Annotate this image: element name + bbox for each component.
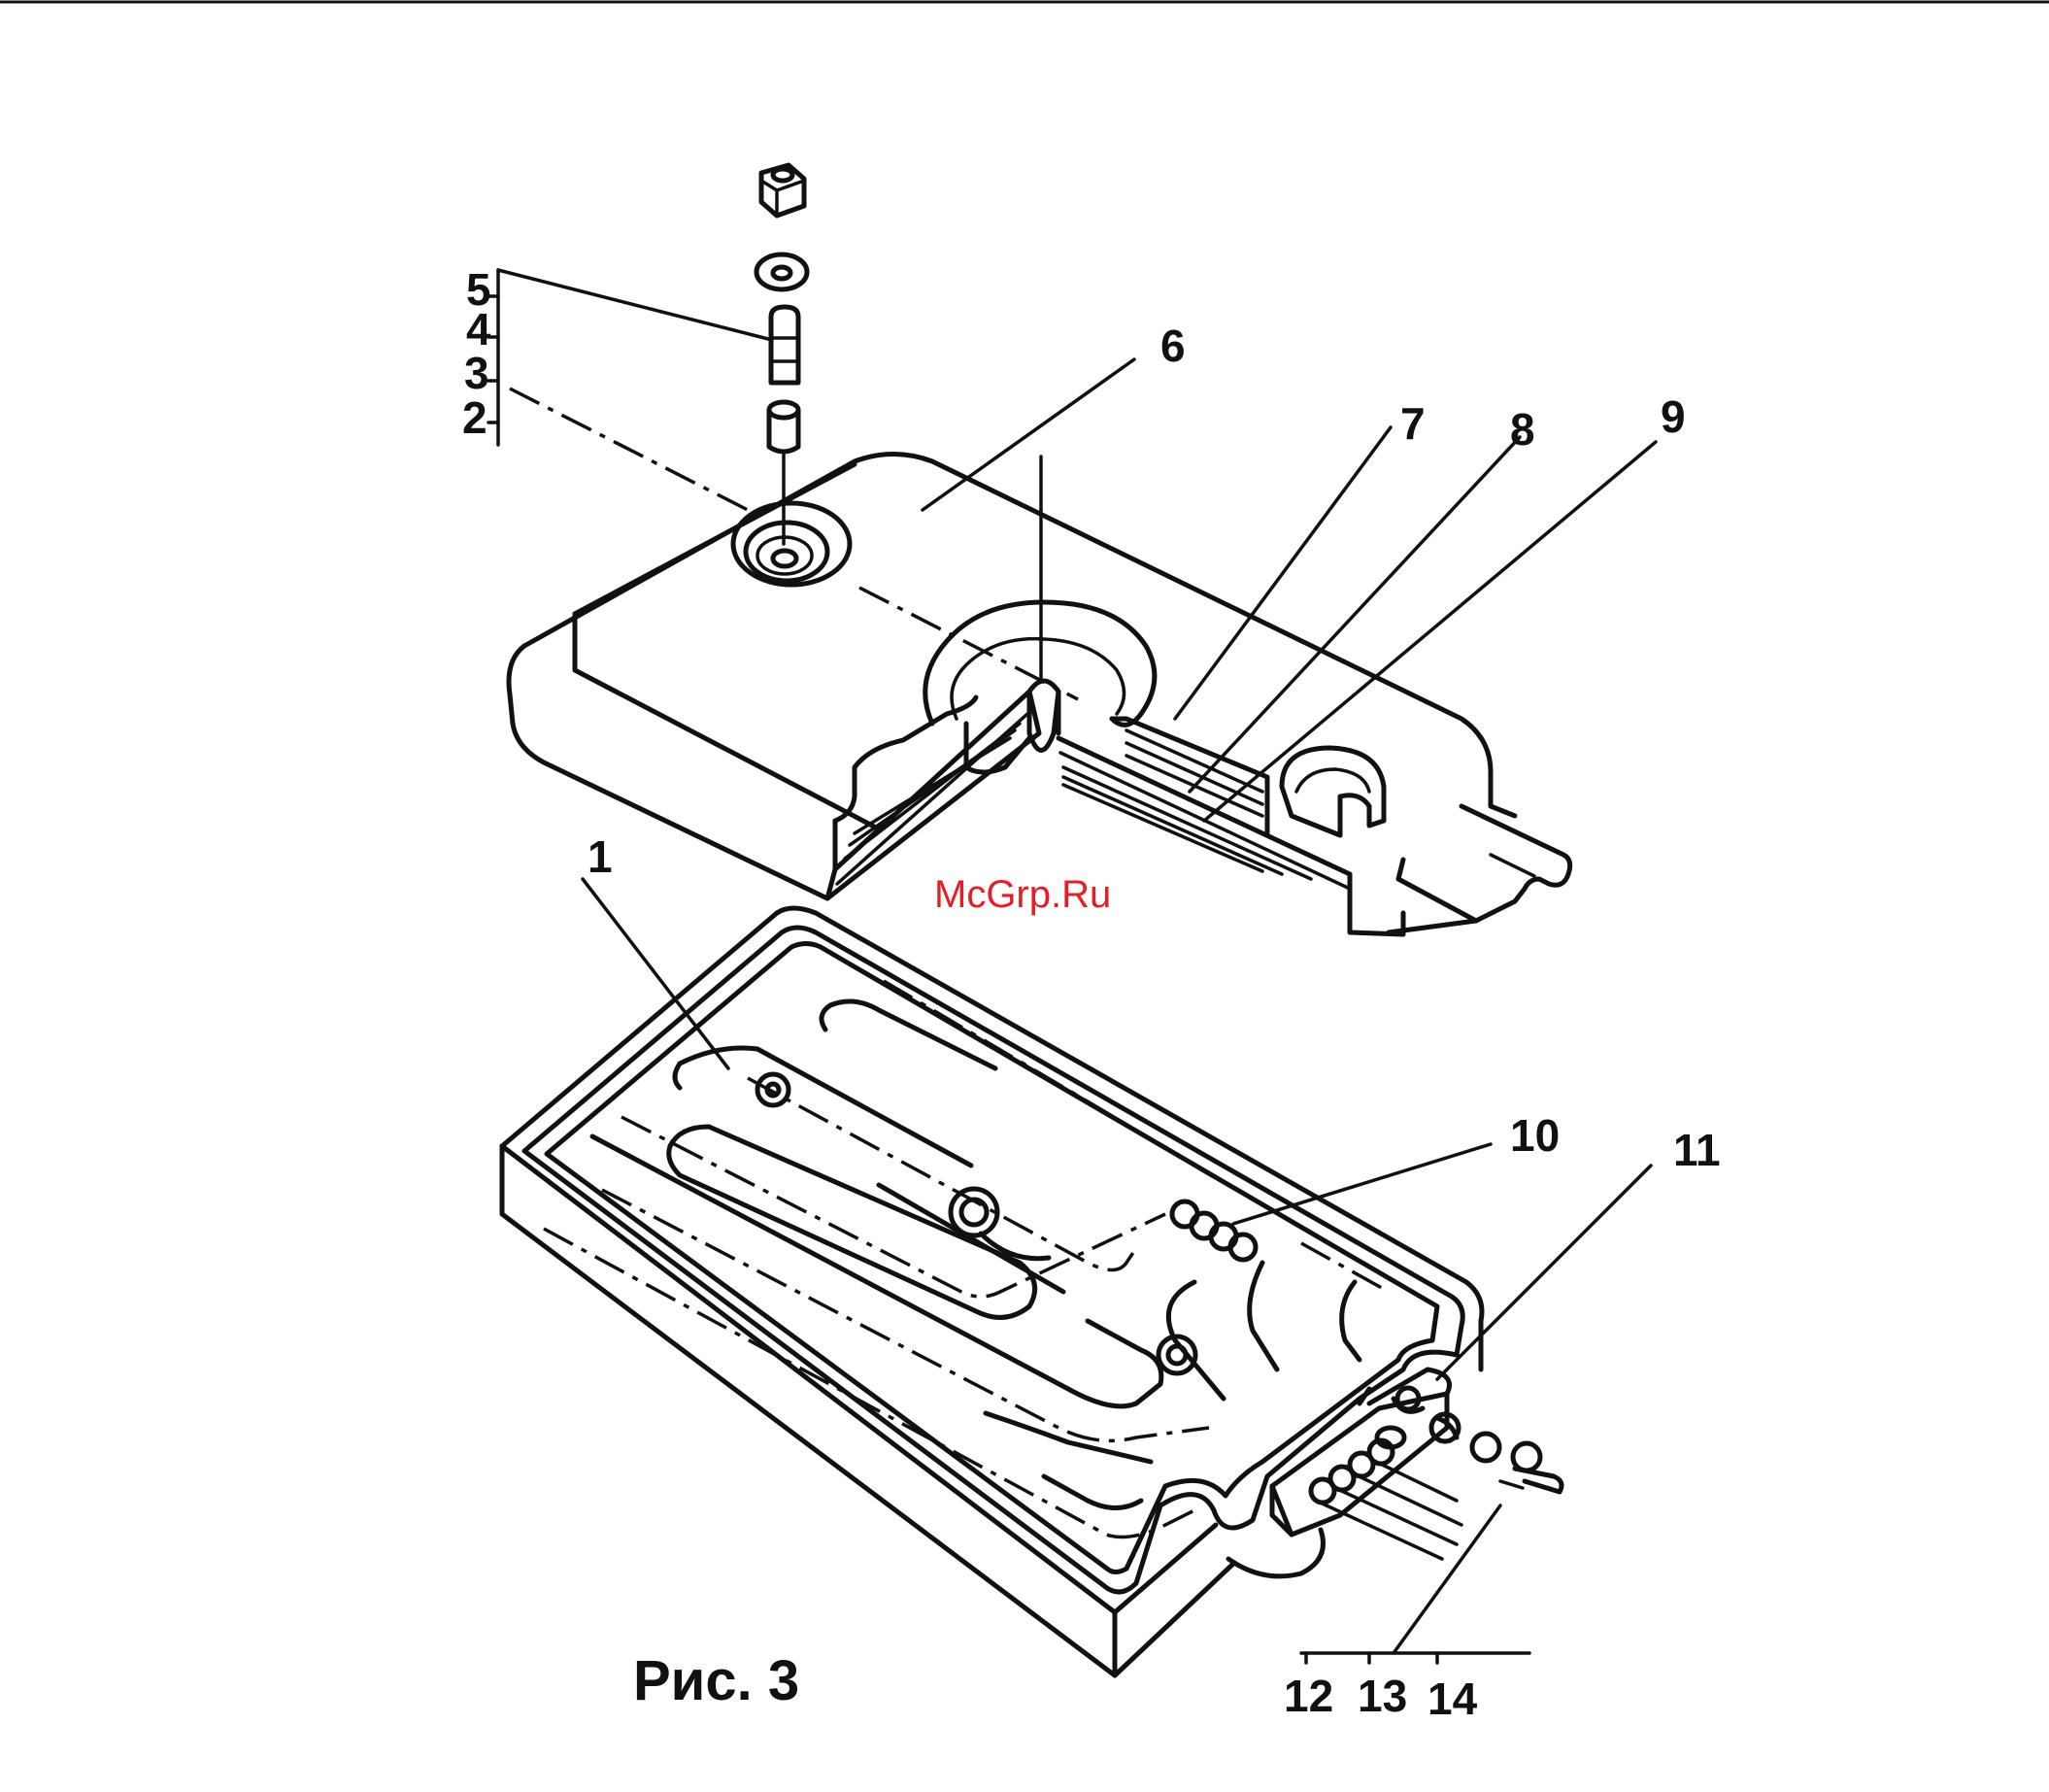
- outlet-port: [1282, 748, 1384, 835]
- cable-loop: [1228, 1530, 1324, 1576]
- label-6: 6: [1160, 321, 1186, 371]
- label-10: 10: [1510, 1110, 1560, 1161]
- washer: [756, 254, 807, 289]
- label-bracket-2-5: [488, 270, 772, 510]
- label-1: 1: [588, 831, 613, 882]
- label-13: 13: [1358, 1671, 1407, 1721]
- label-14: 14: [1428, 1674, 1478, 1724]
- boss-small-left: [757, 1074, 789, 1105]
- label-11: 11: [1673, 1125, 1721, 1175]
- watermark: McGrp.Ru: [934, 873, 1111, 916]
- boss-center: [951, 1189, 997, 1235]
- label-12: 12: [1284, 1671, 1333, 1721]
- hex-nut: [761, 165, 804, 216]
- hole-cluster: [1172, 1201, 1256, 1260]
- label-8: 8: [1510, 404, 1535, 455]
- label-7: 7: [1400, 398, 1426, 449]
- mounting-port: [733, 503, 850, 585]
- bushing: [769, 402, 798, 452]
- label-2: 2: [462, 392, 487, 443]
- lower-base-plate: [502, 908, 1562, 1675]
- label-3: 3: [464, 348, 489, 398]
- fastener-stack: [756, 165, 807, 544]
- threaded-pin: [771, 307, 798, 383]
- upper-housing: [509, 455, 1570, 935]
- label-9: 9: [1661, 391, 1686, 442]
- figure-caption: Рис. 3: [633, 1649, 799, 1712]
